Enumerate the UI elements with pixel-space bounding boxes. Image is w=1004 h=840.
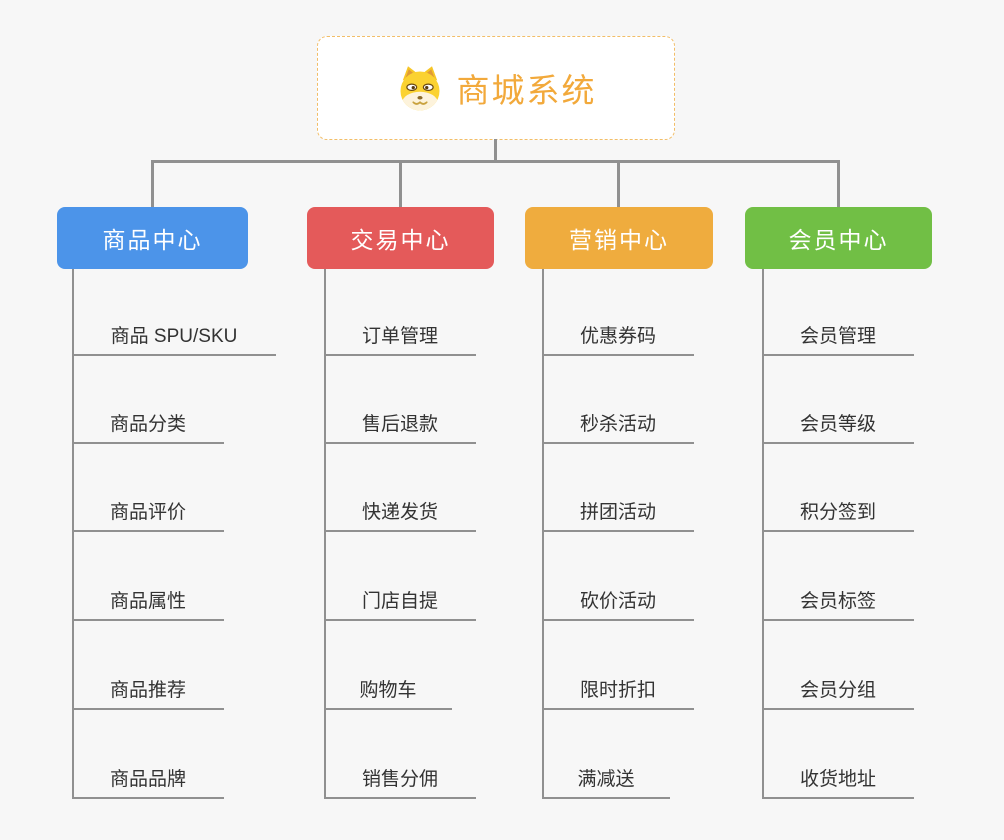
leaf-topic[interactable]: 满减送 [542,765,670,799]
leaf-topic[interactable]: 快递发货 [324,498,476,532]
leaf-topic[interactable]: 砍价活动 [542,587,694,621]
dog-icon [396,64,444,112]
leaf-topic[interactable]: 会员分组 [762,676,914,710]
leaf-topic[interactable]: 门店自提 [324,587,476,621]
branch-trade-center[interactable]: 交易中心 [307,207,494,269]
leaf-topic[interactable]: 商品评价 [72,498,224,532]
connector-drop [837,160,840,207]
leaf-topic[interactable]: 购物车 [324,676,452,710]
leaf-topic[interactable]: 会员管理 [762,322,914,356]
leaf-topic[interactable]: 订单管理 [324,322,476,356]
connector-root-stub [494,139,497,162]
leaf-topic[interactable]: 会员等级 [762,410,914,444]
connector-drop [151,160,154,207]
connector-drop [617,160,620,207]
leaf-topic[interactable]: 收货地址 [762,765,914,799]
leaf-topic[interactable]: 商品推荐 [72,676,224,710]
leaf-topic[interactable]: 秒杀活动 [542,410,694,444]
root-topic[interactable]: 商城系统 [317,36,675,140]
branch-member-center[interactable]: 会员中心 [745,207,932,269]
leaf-topic[interactable]: 商品分类 [72,410,224,444]
leaf-topic[interactable]: 拼团活动 [542,498,694,532]
root-title: 商城系统 [456,72,597,109]
branch-product-center[interactable]: 商品中心 [57,207,248,269]
leaf-topic[interactable]: 售后退款 [324,410,476,444]
leaf-topic[interactable]: 商品 SPU/SKU [72,322,276,356]
connector-drop [399,160,402,207]
connector-bus [151,160,840,163]
leaf-topic[interactable]: 商品品牌 [72,765,224,799]
connector-trunk [72,269,74,799]
connector-trunk [324,269,326,799]
leaf-topic[interactable]: 会员标签 [762,587,914,621]
branch-marketing-center[interactable]: 营销中心 [525,207,713,269]
leaf-topic[interactable]: 积分签到 [762,498,914,532]
leaf-topic[interactable]: 限时折扣 [542,676,694,710]
leaf-topic[interactable]: 商品属性 [72,587,224,621]
leaf-topic[interactable]: 销售分佣 [324,765,476,799]
leaf-topic[interactable]: 优惠券码 [542,322,694,356]
connector-trunk [762,269,764,799]
connector-trunk [542,269,544,799]
